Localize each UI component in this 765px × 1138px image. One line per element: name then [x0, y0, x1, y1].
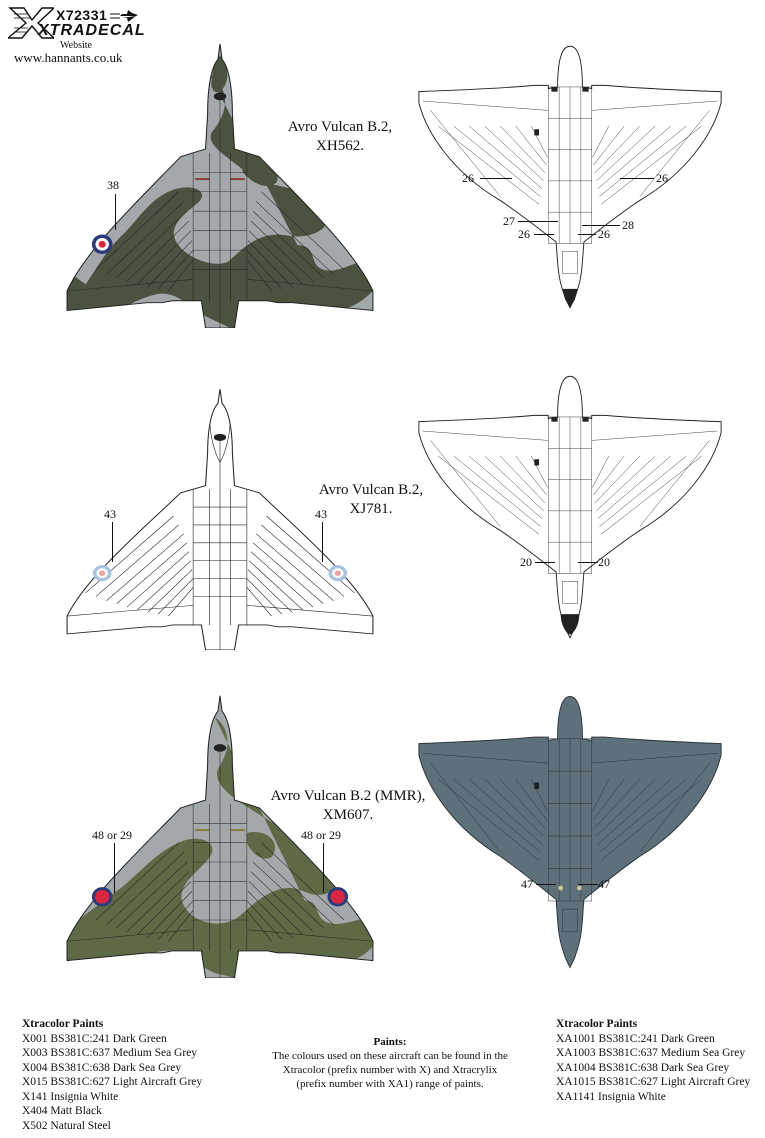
callout-48-or-29-left: 48 or 29 [92, 828, 132, 842]
xtradecal-logo: X72331 XTRADECAL Website www.hannants.co… [8, 4, 168, 65]
brand-name: XTRADECAL [38, 22, 146, 39]
roundel-icon [328, 565, 348, 582]
callout-leader [480, 178, 512, 179]
paints-note-line: The colours used on these aircraft can b… [272, 1050, 508, 1062]
callout-leader [114, 843, 115, 893]
paint-item: XA1141 Insignia White [556, 1090, 666, 1103]
roundel-icon [91, 234, 113, 255]
callout-26-right: 26 [656, 171, 668, 185]
paints-note-line: Xtracolor (prefix number with X) and Xtr… [282, 1064, 498, 1076]
callout-26-left: 26 [462, 171, 474, 185]
caption-xj781: Avro Vulcan B.2, XJ781. [316, 481, 426, 519]
aircraft-serial: XH562. [316, 138, 364, 154]
paint-item: XA1001 BS381C:241 Dark Green [556, 1032, 715, 1045]
callout-leader [323, 843, 324, 893]
callout-leader [582, 225, 620, 226]
callout-leader [322, 522, 323, 562]
jet-aircraft-icon [110, 10, 138, 22]
callout-leader [535, 562, 555, 563]
vulcan-upper-camouflage [66, 695, 374, 978]
paints-list-xtracrylix: Xtracolor Paints XA1001 BS381C:241 Dark … [556, 1017, 750, 1104]
callout-leader [578, 884, 598, 885]
callout-43-left: 43 [104, 507, 116, 521]
paints-note-title: Paints: [373, 1036, 407, 1048]
paints-list-title: Xtracolor Paints [22, 1018, 104, 1030]
callout-28: 28 [622, 218, 634, 232]
product-code: X72331 [56, 7, 108, 23]
lower-view-xh562 [415, 40, 725, 310]
paint-item: X004 BS381C:638 Dark Sea Grey [22, 1061, 182, 1074]
callout-leader [578, 234, 596, 235]
callout-leader [620, 178, 654, 179]
callout-20-right: 20 [598, 555, 610, 569]
callout-leader [536, 884, 556, 885]
paints-list-xtracolor: Xtracolor Paints X001 BS381C:241 Dark Gr… [22, 1017, 202, 1133]
vulcan-lower-white [418, 45, 722, 309]
caption-xm607: Avro Vulcan B.2 (MMR), XM607. [268, 787, 428, 825]
roundel-icon [92, 565, 112, 582]
lower-view-xm607 [415, 690, 725, 970]
aircraft-type: Avro Vulcan B.2, [287, 119, 393, 135]
callout-43-right: 43 [315, 507, 327, 521]
callout-leader [115, 194, 116, 230]
aircraft-type: Avro Vulcan B.2 (MMR), [270, 788, 426, 804]
paint-item: X003 BS381C:637 Medium Sea Grey [22, 1047, 198, 1059]
paint-item: X001 BS381C:241 Dark Green [22, 1032, 167, 1045]
callout-26-lower-left: 26 [518, 227, 530, 241]
upper-view-xm607 [65, 688, 375, 978]
callout-26-lower-right: 26 [598, 227, 610, 241]
website-label: Website [60, 40, 92, 51]
upper-view-xh562 [65, 36, 375, 328]
callout-27: 27 [503, 214, 515, 228]
x-logo-icon [8, 7, 54, 39]
website-url[interactable]: www.hannants.co.uk [14, 50, 123, 65]
vulcan-lower-dark-sea-grey [418, 696, 722, 969]
roundel-icon [327, 887, 349, 907]
callout-47-left: 47 [521, 877, 533, 891]
aircraft-serial: XM607. [322, 807, 374, 823]
aircraft-serial: XJ781. [349, 501, 393, 517]
vulcan-lower-white [418, 375, 722, 639]
roundel-icon [91, 887, 113, 907]
callout-47-right: 47 [598, 877, 610, 891]
paint-item: X502 Natural Steel [22, 1119, 111, 1132]
upper-view-xj781 [65, 382, 375, 650]
callout-20-left: 20 [520, 555, 532, 569]
paint-item: X015 BS381C:627 Light Aircraft Grey [22, 1076, 203, 1088]
callout-leader [578, 562, 598, 563]
caption-xh562: Avro Vulcan B.2, XH562. [270, 118, 410, 156]
paint-item: XA1004 BS381C:638 Dark Sea Grey [556, 1061, 730, 1074]
callout-leader [112, 522, 113, 562]
callout-leader [518, 221, 558, 222]
callout-38: 38 [107, 178, 119, 192]
paints-list-title: Xtracolor Paints [556, 1018, 638, 1030]
paint-item: X404 Matt Black [22, 1105, 102, 1117]
lower-view-xj781 [415, 370, 725, 640]
paint-item: X141 Insignia White [22, 1090, 119, 1103]
vulcan-upper-camouflage [66, 43, 374, 328]
paints-note: Paints: The colours used on these aircra… [240, 1035, 540, 1091]
vulcan-upper-white [66, 388, 374, 650]
paints-note-line: (prefix number with XA1) range of paints… [296, 1078, 484, 1090]
aircraft-type: Avro Vulcan B.2, [318, 482, 424, 498]
paint-item: XA1015 BS381C:627 Light Aircraft Grey [556, 1076, 751, 1088]
callout-48-or-29-right: 48 or 29 [301, 828, 341, 842]
callout-leader [534, 234, 554, 235]
paint-item: XA1003 BS381C:637 Medium Sea Grey [556, 1047, 746, 1059]
